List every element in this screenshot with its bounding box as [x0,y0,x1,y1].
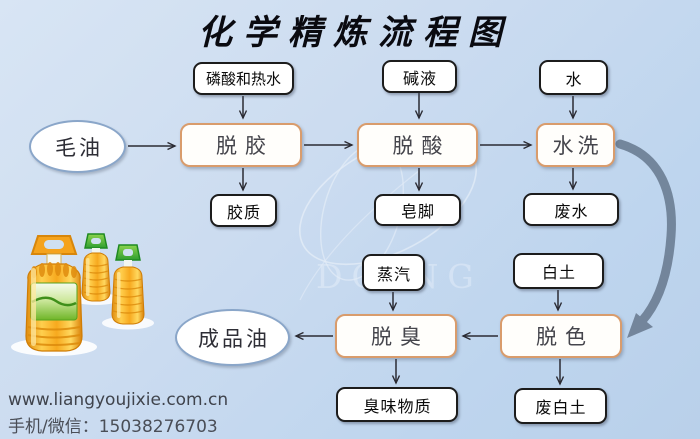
phone-wechat-text: 手机/微信：15038276703 [8,417,218,437]
node-deacidification: 脱酸 [357,123,478,167]
small-oil-bottle-2 [111,244,145,325]
node-clay: 白土 [513,253,604,289]
website-text: www.liangyoujixie.com.cn [8,390,229,410]
node-alkali-solution: 碱液 [382,60,457,93]
node-gum: 胶质 [210,194,277,227]
curved-return-arrow [615,139,676,338]
node-degumming: 脱胶 [180,123,302,167]
node-waste-water: 废水 [523,193,619,226]
node-phosphoric-acid-hot-water: 磷酸和热水 [193,62,294,95]
small-oil-bottle-1 [81,233,111,302]
node-crude-oil: 毛油 [29,120,126,173]
node-soapstock: 皂脚 [374,194,461,226]
node-finished-oil: 成品油 [175,309,290,366]
flow-arrows [128,93,578,386]
big-oil-bottle [25,235,83,352]
node-water: 水 [539,60,608,95]
node-waste-clay: 废白土 [514,388,607,424]
node-water-washing: 水洗 [536,123,615,167]
diagram-title: 化学精炼流程图 [198,13,513,53]
node-steam: 蒸汽 [362,254,425,291]
node-odor-substances: 臭味物质 [336,387,458,422]
oil-bottles-illustration [11,233,154,356]
node-decolorization: 脱色 [500,314,622,358]
node-deodorization: 脱臭 [335,314,457,358]
